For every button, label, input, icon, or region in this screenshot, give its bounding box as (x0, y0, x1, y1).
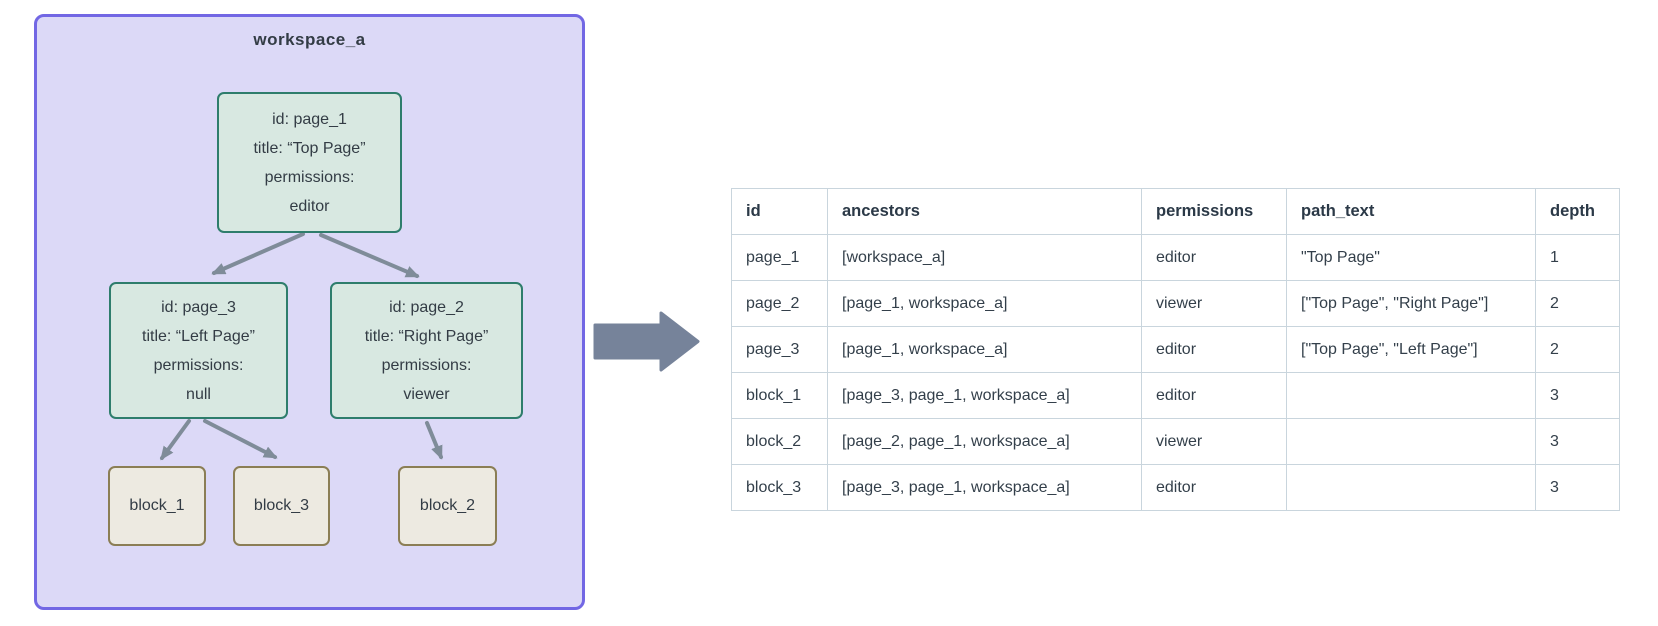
table-cell-permissions: editor (1141, 326, 1287, 373)
column-header-id: id (731, 188, 828, 235)
table-cell-ancestors: [page_1, workspace_a] (827, 280, 1142, 327)
right-block-arrow-icon (593, 311, 700, 372)
column-header-ancestors: ancestors (827, 188, 1142, 235)
table-cell-path-text: "Top Page" (1286, 234, 1536, 281)
node-page-1-line: id: page_1 (272, 110, 347, 128)
node-block-1: block_1 (108, 466, 206, 546)
table-row: block_2[page_2, page_1, workspace_a]view… (731, 418, 1620, 465)
table-cell-permissions: editor (1141, 372, 1287, 419)
node-page-2: id: page_2 title: “Right Page” permissio… (330, 282, 523, 419)
table-cell-permissions: editor (1141, 464, 1287, 511)
table-cell-depth: 2 (1535, 326, 1620, 373)
column-header-depth: depth (1535, 188, 1620, 235)
table-header-row: id ancestors permissions path_text depth (731, 188, 1620, 235)
table-cell-permissions: viewer (1141, 418, 1287, 465)
edge-arrow-page3-block3 (203, 419, 278, 459)
table-cell-path-text (1286, 418, 1536, 465)
node-page-3-line: null (186, 385, 211, 403)
node-page-1-line: editor (289, 197, 330, 215)
workspace-title: workspace_a (253, 30, 366, 49)
table-row: page_1[workspace_a]editor"Top Page"1 (731, 234, 1620, 281)
table-cell-depth: 3 (1535, 418, 1620, 465)
node-page-3-line: id: page_3 (161, 298, 236, 316)
table-cell-depth: 3 (1535, 372, 1620, 419)
node-block-3: block_3 (233, 466, 330, 546)
table-cell-id: block_3 (731, 464, 828, 511)
table-cell-path-text: ["Top Page", "Right Page"] (1286, 280, 1536, 327)
workspace-container: workspace_a id: page_1 title: “Top Page”… (34, 14, 585, 610)
node-page-3-line: permissions: (153, 356, 244, 374)
table-cell-id: block_2 (731, 418, 828, 465)
edge-arrow-page1-page3 (211, 232, 305, 275)
results-table: id ancestors permissions path_text depth… (731, 188, 1620, 511)
node-page-3: id: page_3 title: “Left Page” permission… (109, 282, 288, 419)
edge-arrow-page3-block1 (160, 419, 191, 461)
table-cell-ancestors: [workspace_a] (827, 234, 1142, 281)
column-header-permissions: permissions (1141, 188, 1287, 235)
node-page-1-line: permissions: (264, 168, 355, 186)
column-header-path-text: path_text (1286, 188, 1536, 235)
table-row: block_1[page_3, page_1, workspace_a]edit… (731, 372, 1620, 419)
table-cell-path-text: ["Top Page", "Left Page"] (1286, 326, 1536, 373)
table-cell-ancestors: [page_3, page_1, workspace_a] (827, 464, 1142, 511)
table-row: block_3[page_3, page_1, workspace_a]edit… (731, 464, 1620, 511)
table-row: page_2[page_1, workspace_a]viewer["Top P… (731, 280, 1620, 327)
node-block-2: block_2 (398, 466, 497, 546)
node-page-3-line: title: “Left Page” (142, 327, 255, 345)
table-cell-depth: 3 (1535, 464, 1620, 511)
node-page-2-line: permissions: (381, 356, 472, 374)
node-page-1: id: page_1 title: “Top Page” permissions… (217, 92, 402, 233)
table-cell-depth: 1 (1535, 234, 1620, 281)
table-cell-path-text (1286, 464, 1536, 511)
node-page-1-line: title: “Top Page” (253, 139, 366, 157)
table-cell-ancestors: [page_1, workspace_a] (827, 326, 1142, 373)
edge-arrow-page1-page2 (319, 233, 420, 278)
table-cell-id: page_2 (731, 280, 828, 327)
table-cell-permissions: editor (1141, 234, 1287, 281)
table-row: page_3[page_1, workspace_a]editor["Top P… (731, 326, 1620, 373)
table-cell-id: block_1 (731, 372, 828, 419)
table-cell-depth: 2 (1535, 280, 1620, 327)
edge-arrow-page2-block2 (425, 421, 443, 460)
table-cell-id: page_3 (731, 326, 828, 373)
node-page-2-line: title: “Right Page” (364, 327, 489, 345)
table-cell-id: page_1 (731, 234, 828, 281)
table-cell-ancestors: [page_3, page_1, workspace_a] (827, 372, 1142, 419)
table-cell-ancestors: [page_2, page_1, workspace_a] (827, 418, 1142, 465)
table-cell-permissions: viewer (1141, 280, 1287, 327)
node-page-2-line: viewer (403, 385, 450, 403)
table-cell-path-text (1286, 372, 1536, 419)
node-page-2-line: id: page_2 (389, 298, 464, 316)
